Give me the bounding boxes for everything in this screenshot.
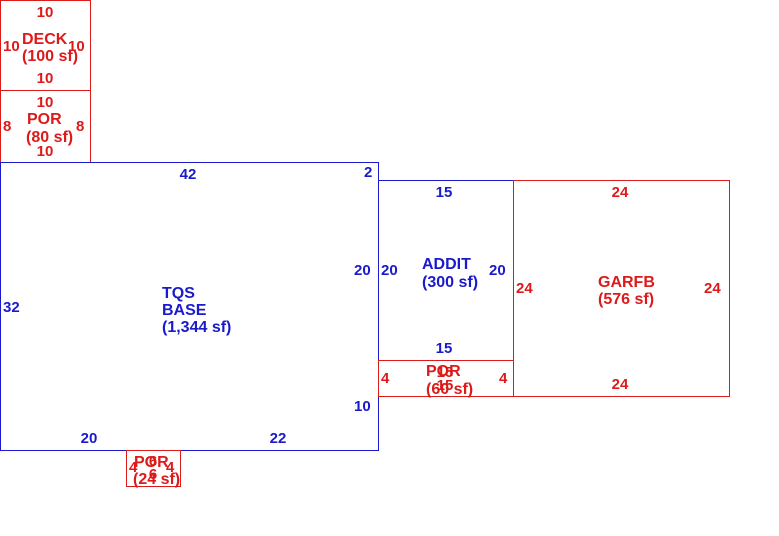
base-dim-top-right: 2 <box>364 164 372 181</box>
por-mid-dim-right: 4 <box>499 370 508 387</box>
deck-name: DECK <box>22 31 68 48</box>
base-dim-left: 32 <box>3 299 20 316</box>
base-dim-top: 42 <box>180 166 197 183</box>
por-upper-dim-bottom: 10 <box>37 143 54 160</box>
addit-size: (300 sf) <box>422 274 478 291</box>
addit-dim-bottom: 15 <box>436 340 453 357</box>
base-size: (1,344 sf) <box>162 319 231 336</box>
addit-dim-right: 20 <box>489 262 506 279</box>
deck-dim-bottom: 10 <box>37 70 54 87</box>
base-dim-right-lower: 10 <box>354 398 371 415</box>
por-mid-dim-top: 15 <box>437 364 454 381</box>
por-mid-outline <box>378 360 514 397</box>
garfb-dim-top: 24 <box>612 184 629 201</box>
por-bottom-dim-right: 4 <box>166 459 175 476</box>
por-bottom-size: (24 sf) <box>133 471 180 488</box>
deck-dim-right: 10 <box>68 38 85 55</box>
por-bottom-dim-left: 4 <box>129 459 138 476</box>
deck-dim-top: 10 <box>37 4 54 21</box>
deck-dim-left: 10 <box>3 38 20 55</box>
por-upper-dim-left: 8 <box>3 118 11 135</box>
base-dim-right-upper: 20 <box>354 262 371 279</box>
por-upper-name: POR <box>27 111 62 128</box>
base-dim-bottom-left: 20 <box>81 430 98 447</box>
por-mid-dim-bottom: 15 <box>437 377 454 394</box>
base-name-line1: TQS <box>162 285 195 302</box>
garfb-name: GARFB <box>598 274 655 291</box>
garfb-dim-right: 24 <box>704 280 721 297</box>
por-mid-name: POR <box>426 363 461 380</box>
base-dim-bottom-right: 22 <box>270 430 287 447</box>
garfb-size: (576 sf) <box>598 291 654 308</box>
por-upper-dim-right: 8 <box>76 118 84 135</box>
por-bottom-dim-bottom: 6 <box>149 466 157 483</box>
por-bottom-name: POR <box>134 454 169 471</box>
addit-dim-top: 15 <box>436 184 453 201</box>
por-upper-size: (80 sf) <box>26 129 73 146</box>
deck-size: (100 sf) <box>22 48 78 65</box>
addit-name: ADDIT <box>422 256 471 273</box>
por-mid-dim-left: 4 <box>381 370 390 387</box>
por-bottom-dim-top: 6 <box>149 453 157 470</box>
garfb-dim-left: 24 <box>516 280 533 297</box>
por-bottom-outline <box>126 450 181 487</box>
garfb-dim-bottom: 24 <box>612 376 629 393</box>
por-mid-size: (60 sf) <box>426 381 473 398</box>
por-upper-dim-top: 10 <box>37 94 54 111</box>
base-name-line2: BASE <box>162 302 207 319</box>
addit-dim-left: 20 <box>381 262 398 279</box>
garfb-outline <box>513 180 730 397</box>
